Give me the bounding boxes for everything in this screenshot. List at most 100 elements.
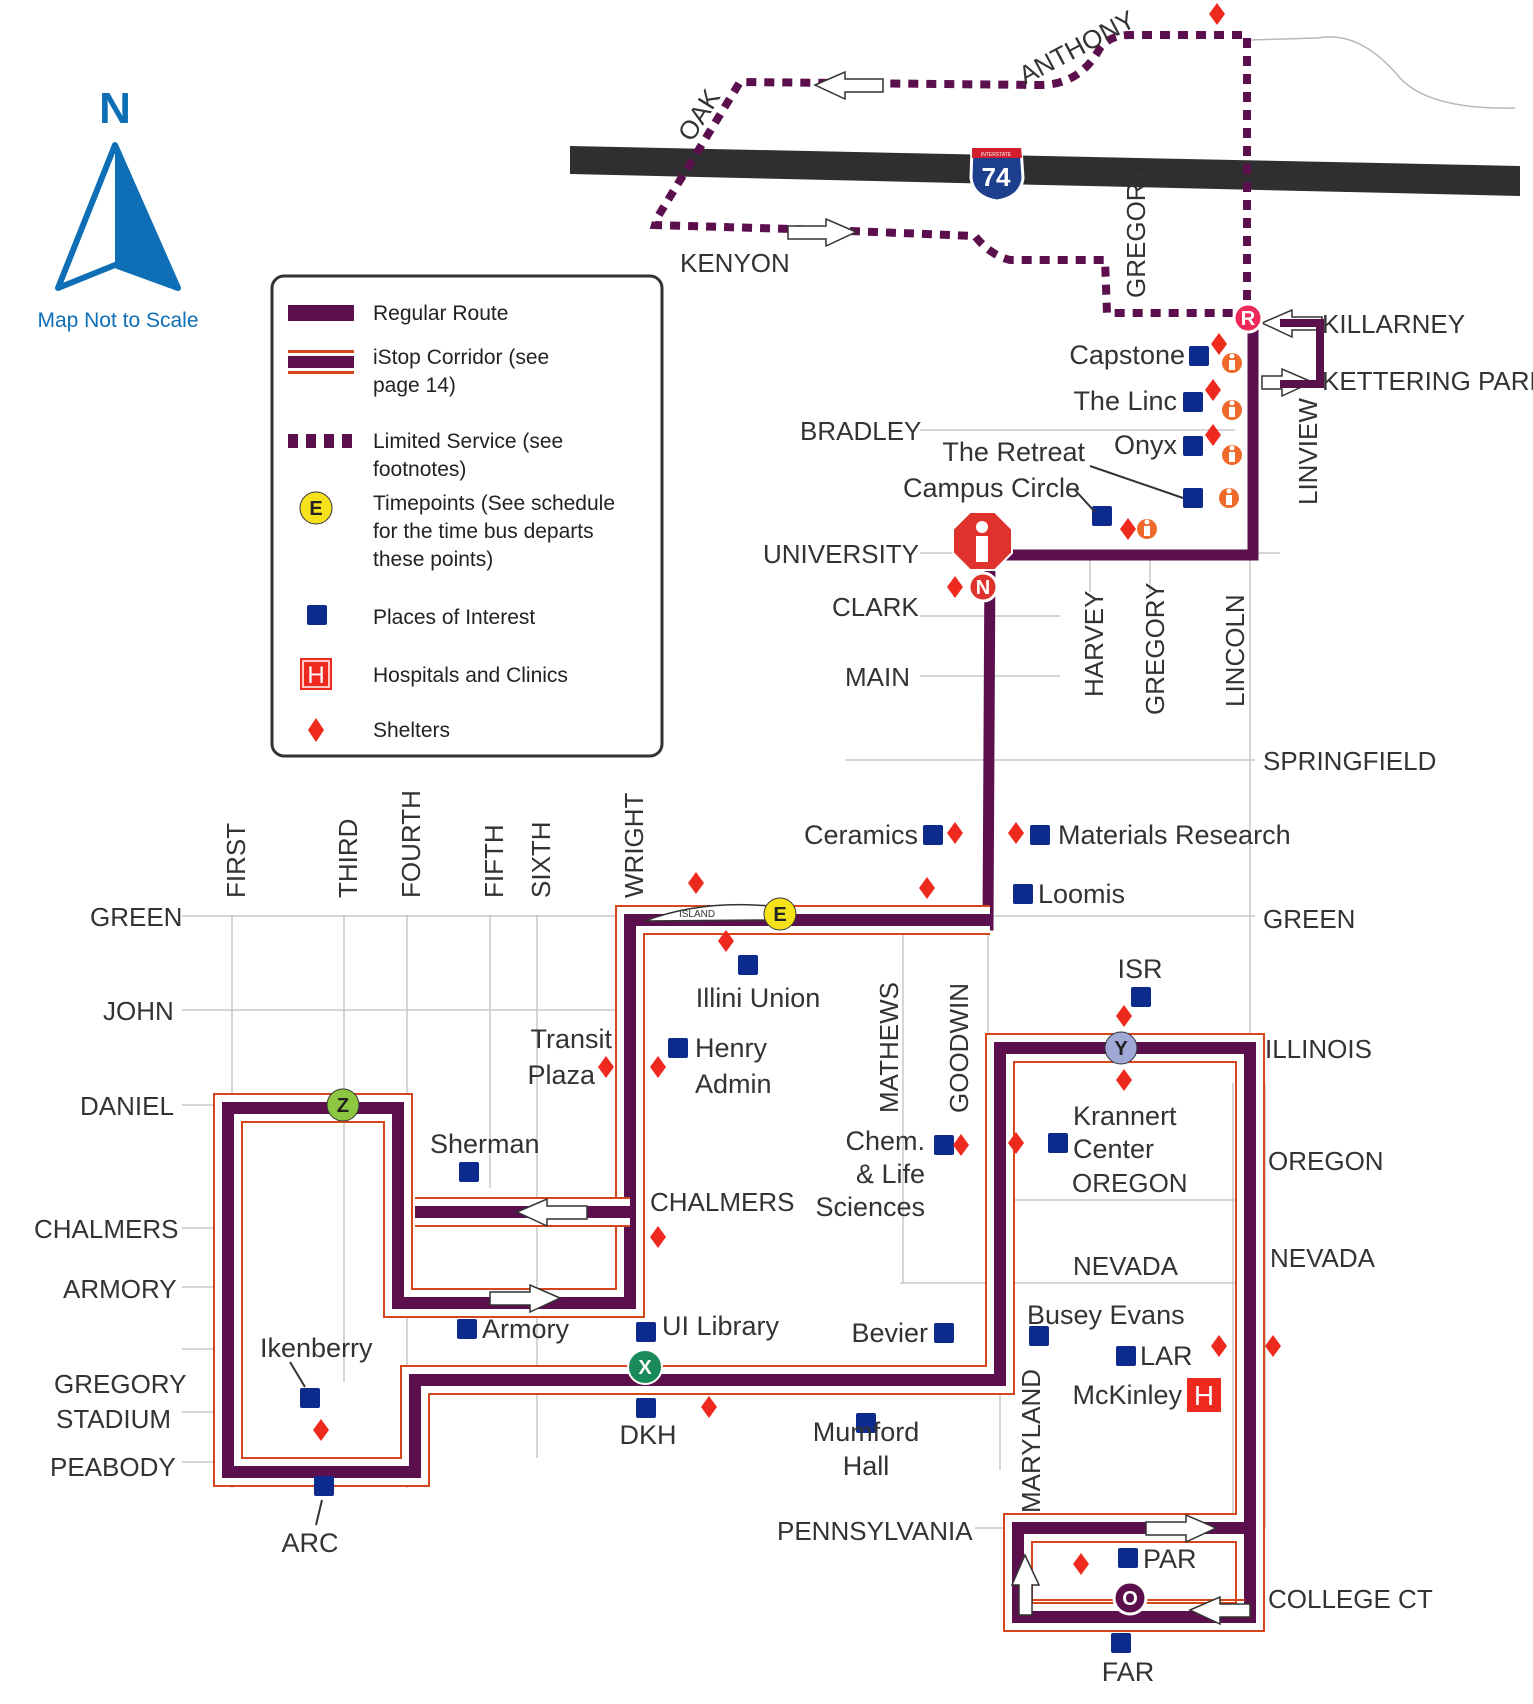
street-green-right: GREEN — [1263, 904, 1355, 934]
street-nevada-mid: NEVADA — [1073, 1251, 1179, 1281]
shelter-icon — [313, 1419, 329, 1441]
arrow-right-icon — [787, 217, 858, 248]
street-lincoln: LINCOLN — [1220, 594, 1250, 707]
street-maryland: MARYLAND — [1016, 1369, 1046, 1513]
street-fourth: FOURTH — [396, 790, 426, 898]
hospital-letter: H — [1194, 1380, 1214, 1411]
shelter-icon — [1120, 518, 1136, 540]
timepoint-y[interactable]: Y — [1104, 1031, 1138, 1065]
place-ceramics: Ceramics — [804, 820, 918, 850]
place-transit-plaza: Transit — [530, 1024, 612, 1054]
legend-istop-corridor-2: page 14) — [373, 374, 456, 397]
place-illini-union: Illini Union — [696, 983, 821, 1013]
poi-marker — [1013, 884, 1033, 904]
map-not-to-scale: Map Not to Scale — [37, 309, 198, 332]
place-transit-plaza-2: Plaza — [527, 1060, 596, 1090]
timepoint-o[interactable]: O — [1112, 1580, 1148, 1616]
accessible-icon — [1137, 519, 1157, 539]
shelter-icon — [1209, 3, 1225, 25]
street-armory: ARMORY — [63, 1274, 177, 1304]
arrow-up-icon — [1010, 1553, 1041, 1616]
place-dkh: DKH — [619, 1420, 676, 1450]
legend-shelters: Shelters — [373, 719, 450, 742]
street-stadium: STADIUM — [56, 1404, 171, 1434]
timepoint-z[interactable]: Z — [326, 1088, 360, 1122]
poi-marker — [457, 1319, 477, 1339]
poi-marker — [1183, 392, 1203, 412]
legend-timepoints-3: these points) — [373, 548, 493, 571]
shelter-icon — [701, 1396, 717, 1418]
legend-places-of-interest: Places of Interest — [373, 606, 535, 629]
shelter-icon — [598, 1056, 614, 1078]
places-of-interest — [300, 346, 1209, 1653]
place-armory: Armory — [482, 1314, 569, 1344]
place-bevier: Bevier — [851, 1318, 928, 1348]
street-killarney: KILLARNEY — [1322, 309, 1465, 339]
timepoint-x[interactable]: X — [627, 1349, 663, 1385]
shelter-icon — [650, 1226, 666, 1248]
legend-timepoints-2: for the time bus departs — [373, 520, 594, 543]
timepoint-x-label: X — [638, 1357, 652, 1379]
poi-marker — [738, 955, 758, 975]
place-far: FAR — [1102, 1657, 1155, 1687]
arrow-right-icon — [1145, 1513, 1218, 1544]
street-clark: CLARK — [832, 592, 919, 622]
place-krannert: Krannert — [1073, 1101, 1177, 1131]
street-springfield: SPRINGFIELD — [1263, 746, 1436, 776]
shelter-icon — [1265, 1335, 1281, 1357]
legend-shelter-icon — [308, 718, 324, 742]
timepoint-e[interactable]: E — [763, 897, 797, 931]
timepoint-o-label: O — [1122, 1588, 1138, 1610]
poi-marker — [1048, 1133, 1068, 1153]
shelter-icon — [1205, 424, 1221, 446]
timepoint-r[interactable]: R — [1232, 302, 1264, 334]
street-kettering-park: KETTERING PARK — [1322, 366, 1533, 396]
interstate-label: INTERSTATE — [981, 152, 1012, 158]
street-chalmers-mid: CHALMERS — [650, 1187, 794, 1217]
street-first: FIRST — [221, 823, 251, 898]
poi-marker — [923, 825, 943, 845]
legend-box — [270, 274, 664, 758]
place-materials-research: Materials Research — [1058, 820, 1291, 850]
shelter-icon — [718, 930, 734, 952]
timepoint-n-label: N — [976, 577, 990, 599]
shelter-icon — [947, 576, 963, 598]
place-campus-circle: Campus Circle — [903, 473, 1080, 503]
legend-poi-icon — [307, 605, 327, 625]
interstate-shield-icon: INTERSTATE 74 — [969, 146, 1025, 203]
timepoint-y-label: Y — [1114, 1038, 1128, 1060]
poi-marker — [459, 1162, 479, 1182]
shelter-icon — [1008, 1132, 1024, 1154]
place-capstone: Capstone — [1069, 340, 1185, 370]
interstate-74: INTERSTATE 74 — [570, 146, 1520, 203]
place-the-linc: The Linc — [1073, 386, 1177, 416]
legend-hospital-icon: H — [300, 658, 332, 690]
shelter-icon — [1211, 333, 1227, 355]
place-chem-sciences: Sciences — [815, 1192, 925, 1222]
street-illinois: ILLINOIS — [1265, 1034, 1372, 1064]
street-bradley: BRADLEY — [800, 416, 921, 446]
street-green-left: GREEN — [90, 902, 182, 932]
poi-marker — [1118, 1548, 1138, 1568]
accessible-markers — [1137, 353, 1242, 539]
street-oregon-right: OREGON — [1268, 1146, 1384, 1176]
poi-marker — [856, 1413, 876, 1433]
legend-limited-service: Limited Service (see — [373, 430, 563, 453]
place-henry-admin: Henry — [695, 1033, 768, 1063]
place-lar: LAR — [1140, 1341, 1193, 1371]
poi-marker — [934, 1135, 954, 1155]
street-linview: LINVIEW — [1293, 398, 1323, 505]
timepoint-n[interactable]: N — [967, 571, 999, 603]
street-john: JOHN — [103, 996, 174, 1026]
legend-timepoint-icon: E — [299, 491, 333, 525]
place-chem: Chem. — [845, 1126, 925, 1156]
shelter-icon — [688, 872, 704, 894]
shelter-icon — [947, 822, 963, 844]
place-onyx: Onyx — [1114, 430, 1178, 460]
street-gregory: GREGORY — [1140, 583, 1170, 715]
poi-marker — [300, 1388, 320, 1408]
street-university: UNIVERSITY — [763, 539, 919, 569]
limited-service-route — [649, 31, 1251, 318]
street-sixth: SIXTH — [526, 821, 556, 898]
place-labels: Capstone The Linc Onyx The Retreat Campu… — [260, 340, 1291, 1687]
